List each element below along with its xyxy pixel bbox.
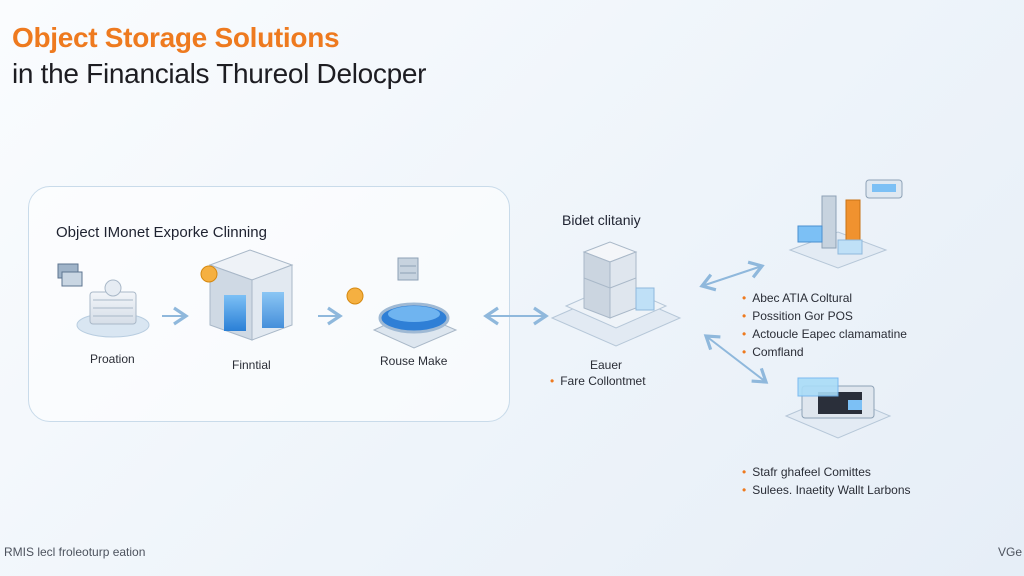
footer-right: VGe (998, 545, 1023, 559)
node-label-proation: Proation (90, 352, 135, 366)
storage-cube-icon (200, 249, 294, 341)
list-item: •Abec ATIA Coltural (742, 291, 853, 305)
data-pool-icon (346, 257, 458, 349)
data-center-icon (788, 179, 903, 269)
top-cluster-list: •Abec ATIA Coltural •Possition Gor POS •… (742, 289, 907, 361)
node-label-rouse-make: Rouse Make (380, 354, 448, 368)
panel-title: Object IMonet Exporke Clinning (56, 224, 267, 241)
bottom-cluster-list: •Stafr ghafeel Comittes •Sulees. Inaetit… (742, 463, 911, 499)
hub-bottom-link (703, 334, 769, 384)
node-label-finntial: Finntial (232, 358, 271, 372)
hub-bullet: •Fare Collontmet (550, 374, 646, 388)
footer-left: RMIS lecl froleoturp eation (4, 545, 146, 559)
list-item: •Comfland (742, 345, 804, 359)
list-item: •Stafr ghafeel Comittes (742, 465, 871, 479)
list-item: •Possition Gor POS (742, 309, 853, 323)
mini-stack-icon (57, 263, 83, 287)
hub-label: Eauer (590, 358, 623, 372)
server-rack-icon (76, 279, 150, 338)
processing-unit-icon (784, 377, 892, 439)
list-item: •Actoucle Eapec clamamatine (742, 327, 907, 341)
hub-top-link (699, 260, 765, 292)
title-line-2: in the Financials Thureol Delocper (12, 58, 427, 89)
title-line-1: Object Storage Solutions (12, 22, 340, 53)
hub-title: Bidet clitaniy (562, 212, 641, 228)
storage-hub-icon (550, 241, 682, 347)
list-item: •Sulees. Inaetity Wallt Larbons (742, 483, 911, 497)
